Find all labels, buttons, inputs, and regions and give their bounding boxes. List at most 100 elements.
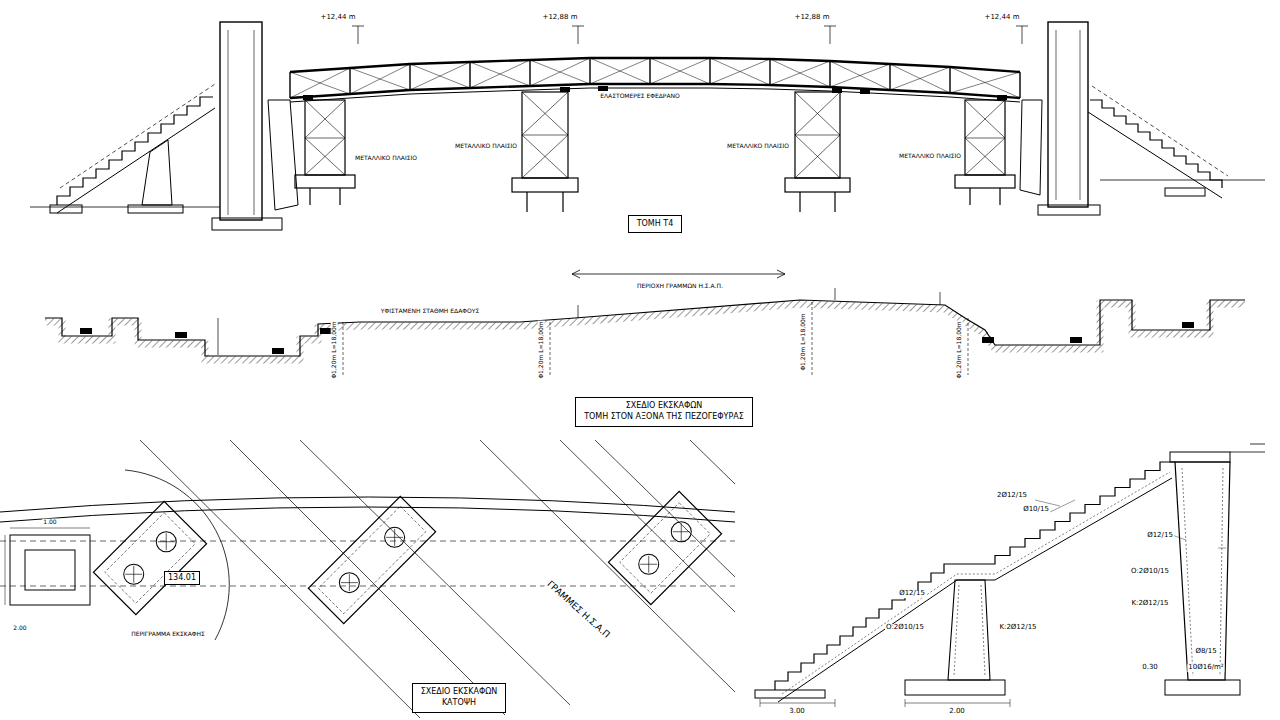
stair-reinforcement bbox=[755, 444, 1265, 707]
ground-line bbox=[45, 300, 1245, 356]
drawing-label: 1.00 bbox=[42, 519, 57, 526]
stair-slab bbox=[778, 478, 1172, 702]
dimension-line bbox=[760, 699, 1010, 707]
leader bbox=[1035, 500, 1226, 548]
drawing-label: Ø8/15 bbox=[1194, 648, 1217, 656]
steel-pier bbox=[785, 92, 850, 212]
drawing-label: ΥΦΙΣΤΑΜΕΝΗ ΣΤΑΘΜΗ ΕΔΑΦΟΥΣ bbox=[380, 308, 480, 315]
drawing-label: ΕΛΑΣΤΟΜΕΡΕΣ ΕΦΕΔΡΑΝΟ bbox=[599, 93, 681, 100]
footing bbox=[1165, 188, 1205, 196]
rebar bbox=[782, 472, 1170, 694]
box-title: ΤΟΜΗ Τ4 bbox=[637, 219, 674, 230]
drawing-label: +12,44 m bbox=[320, 14, 357, 22]
ledge bbox=[1230, 444, 1265, 452]
excavation-plan bbox=[0, 440, 735, 718]
drawing-label: Ο:2Ø10/15 bbox=[1130, 568, 1170, 576]
foundation bbox=[308, 496, 435, 623]
ground bbox=[1100, 180, 1265, 181]
drawing-label: Κ:2Ø12/15 bbox=[1130, 600, 1169, 608]
drawing-label: +12,88 m bbox=[542, 14, 579, 22]
footing bbox=[212, 218, 282, 230]
drawing-label: 2Ø12/15 bbox=[996, 492, 1028, 500]
pile-axis bbox=[343, 302, 968, 375]
stair-column bbox=[142, 140, 172, 205]
footing bbox=[50, 205, 82, 213]
drawing-label: ΠΕΡΙΟΧΗ ΓΡΑΜΜΩΝ Η.Σ.Α.Π. bbox=[636, 283, 724, 290]
ground bbox=[30, 207, 220, 208]
box-title: ΣΧΕΔΙΟ ΕΚΣΚΑΦΩΝ bbox=[584, 401, 744, 412]
drawing-label: ΠΕΡΙΓΡΑΜΜΑ ΕΚΣΚΑΦΗΣ bbox=[130, 631, 206, 638]
drawing-label: Φ1,20m L=18,00m bbox=[956, 320, 963, 379]
tower bbox=[1048, 22, 1088, 207]
strut bbox=[1020, 100, 1042, 195]
drawing-label: Φ1,20m L=18,00m bbox=[800, 312, 807, 371]
drawing-label: +12,44 m bbox=[984, 14, 1021, 22]
extent-arrow bbox=[572, 270, 785, 278]
drawing-label: 2.00 bbox=[12, 625, 27, 632]
strut bbox=[268, 100, 298, 210]
elevation-box: 134.01 bbox=[164, 571, 200, 586]
drawing-label: Ø12/15 bbox=[1146, 532, 1174, 540]
rebar bbox=[1182, 468, 1223, 676]
drawing-label: 2.00 bbox=[948, 708, 966, 716]
excavation-section bbox=[45, 270, 1245, 375]
level-marker bbox=[352, 26, 1028, 44]
drawing-label: Κ:2Ø12/15 bbox=[998, 624, 1037, 632]
drawing-label: Φ1,20m L=18,00m bbox=[538, 320, 545, 379]
steel-pier bbox=[955, 100, 1015, 205]
steel-pier bbox=[512, 92, 578, 212]
steel-pier bbox=[295, 100, 355, 205]
drawing-label: 3.00 bbox=[788, 708, 806, 716]
box-subtitle: ΚΑΤΟΨΗ bbox=[421, 698, 498, 709]
drawing-label: Ο:2Ø10/15 bbox=[885, 624, 925, 632]
box-title: ΣΧΕΔΙΟ ΕΚΣΚΑΦΩΝ bbox=[421, 687, 498, 698]
section-title-box: ΣΧΕΔΙΟ ΕΚΣΚΑΦΩΝΤΟΜΗ ΣΤΟΝ ΑΞΟΝΑ ΤΗΣ ΠΕΖΟΓ… bbox=[575, 397, 753, 427]
column bbox=[948, 580, 990, 680]
foundation bbox=[93, 501, 206, 614]
drawing-label: ΜΕΤΑΛΛΙΚΟ ΠΛΑΙΣΙΟ bbox=[726, 143, 790, 150]
drawing-label: ΜΕΤΑΛΛΙΚΟ ΠΛΑΙΣΙΟ bbox=[898, 153, 962, 160]
level-marker bbox=[218, 288, 940, 355]
dimension-line bbox=[5, 528, 90, 605]
drawing-label: ΜΕΤΑΛΛΙΚΟ ΠΛΑΙΣΙΟ bbox=[454, 143, 518, 150]
drawing-label: +12,88 m bbox=[794, 14, 831, 22]
existing-structure bbox=[10, 535, 90, 605]
stair-slab bbox=[57, 108, 215, 213]
section-t4 bbox=[30, 22, 1265, 230]
stair-slab bbox=[1088, 112, 1222, 198]
deck-slab bbox=[290, 88, 1020, 102]
drawing-label: ΓΡΑΜΜΕΣ Η.Σ.Α.Π bbox=[544, 579, 612, 641]
section-title-box: ΤΟΜΗ Τ4 bbox=[628, 215, 683, 234]
pile-cap bbox=[80, 322, 1194, 354]
handrail bbox=[60, 84, 215, 188]
stair bbox=[1090, 100, 1222, 188]
drawing-label: ΜΕΤΑΛΛΙΚΟ ΠΛΑΙΣΙΟ bbox=[354, 155, 418, 162]
footing bbox=[1038, 205, 1100, 215]
rebar bbox=[954, 585, 985, 676]
footing bbox=[128, 205, 183, 213]
handrail bbox=[1092, 86, 1228, 176]
pier bbox=[1175, 462, 1230, 680]
footing bbox=[755, 690, 825, 698]
excavation-outline bbox=[125, 470, 229, 640]
bridge-axis bbox=[0, 497, 735, 522]
stair bbox=[57, 97, 213, 205]
tower bbox=[220, 22, 262, 220]
drawing-label: Ø12/15 bbox=[898, 590, 926, 598]
tower-inner bbox=[1056, 30, 1080, 200]
drawing-label: 10Ø16/m² bbox=[1187, 664, 1224, 672]
drawing-label: 0.30 bbox=[1141, 664, 1159, 672]
drawing-label: Ø10/15 bbox=[1022, 506, 1050, 514]
tower-inner bbox=[228, 30, 254, 215]
footing bbox=[905, 680, 1005, 695]
box-subtitle: ΤΟΜΗ ΣΤΟΝ ΑΞΟΝΑ ΤΗΣ ΠΕΖΟΓΕΦΥΡΑΣ bbox=[584, 412, 744, 423]
stair bbox=[775, 462, 1175, 690]
box-title: 134.01 bbox=[168, 573, 196, 584]
footing bbox=[1165, 680, 1240, 695]
bearing bbox=[303, 86, 1007, 100]
plan-title-box: ΣΧΕΔΙΟ ΕΚΣΚΑΦΩΝΚΑΤΟΨΗ bbox=[412, 683, 507, 713]
foundation bbox=[608, 491, 721, 604]
existing-structure bbox=[25, 550, 75, 590]
